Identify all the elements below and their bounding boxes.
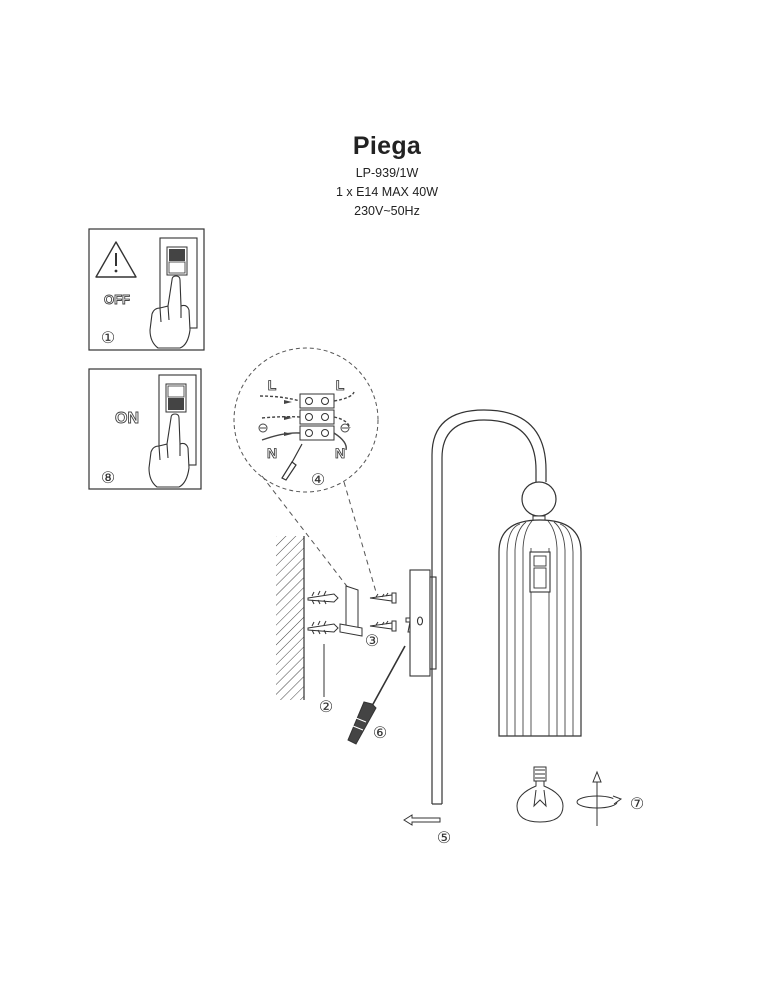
arrow-left-icon xyxy=(403,814,441,826)
wall xyxy=(276,536,305,700)
on-label: ON xyxy=(115,410,139,427)
lamp-shade xyxy=(498,519,582,737)
model-number: LP-939/1W xyxy=(355,166,419,180)
screw-icon xyxy=(369,592,397,632)
step-8-label: ⑧ xyxy=(101,470,115,487)
step-2-label: ② xyxy=(319,699,333,716)
step-power-off-panel: OFF ① xyxy=(88,228,205,351)
screwdriver-icon xyxy=(347,645,406,745)
wall-plug-icon xyxy=(307,590,339,635)
terminal-block xyxy=(299,393,335,441)
wire-arrows xyxy=(284,400,292,436)
step-power-on-panel: ON ⑧ xyxy=(88,368,202,490)
wall-plate xyxy=(409,569,437,677)
step-7-label: ⑦ xyxy=(630,796,644,813)
hand-icon xyxy=(148,413,190,488)
hand-icon xyxy=(149,275,191,349)
step-3-label: ③ xyxy=(365,633,379,650)
off-label: OFF xyxy=(104,292,130,307)
voltage-spec: 230V~50Hz xyxy=(354,204,420,218)
wires xyxy=(259,391,355,451)
step-6-label: ⑥ xyxy=(373,725,387,742)
decorative-ball xyxy=(521,481,557,517)
step-1-label: ① xyxy=(101,330,115,347)
step-5-label: ⑤ xyxy=(437,830,451,847)
step-4-label: ④ xyxy=(311,472,325,489)
wiring-detail-callout: L L N N ④ xyxy=(233,347,379,599)
wire-label-live-right: L xyxy=(336,377,345,393)
lamp-arm xyxy=(431,409,547,805)
screwdriver-icon xyxy=(281,443,303,481)
rotate-icon xyxy=(576,770,623,826)
warning-icon xyxy=(95,241,137,278)
mounting-bracket xyxy=(339,585,363,637)
wire-label-live-left: L xyxy=(268,377,277,393)
product-title: Piega xyxy=(352,132,422,160)
light-bulb-icon xyxy=(516,766,564,823)
bulb-spec: 1 x E14 MAX 40W xyxy=(335,185,439,199)
wire-label-neutral-left: N xyxy=(267,445,277,461)
ground-icon xyxy=(258,423,350,433)
wire-label-neutral-right: N xyxy=(335,445,345,461)
